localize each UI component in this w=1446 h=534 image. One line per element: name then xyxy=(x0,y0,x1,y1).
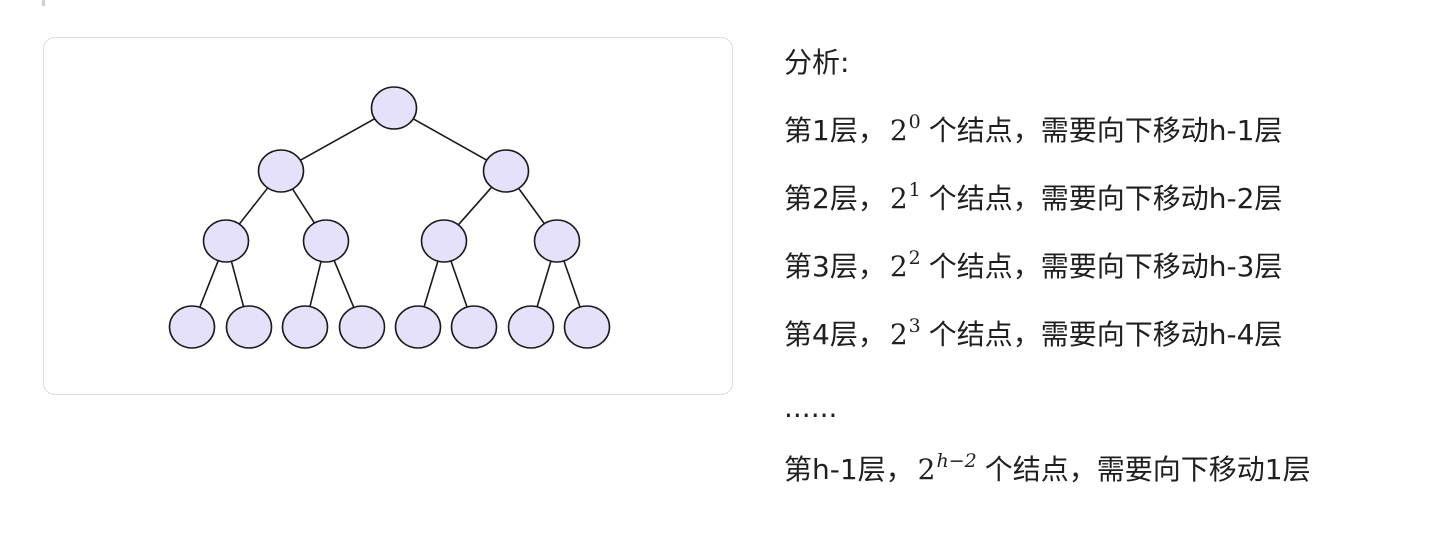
formula-exponent: h−2 xyxy=(936,450,977,472)
level-suffix: 个结点，需要向下移动h-4层 xyxy=(928,318,1283,351)
node-count-formula: 20 xyxy=(889,111,921,148)
tree-node xyxy=(507,305,555,349)
analysis-heading: 分析: xyxy=(784,46,850,79)
formula-base: 2 xyxy=(889,114,908,147)
tree-edge xyxy=(456,185,494,227)
tree-node xyxy=(257,149,305,193)
node-count-formula: 2h−2 xyxy=(917,450,977,487)
level-prefix: 第h-1层， xyxy=(784,453,914,486)
tree-diagram-card xyxy=(43,37,733,395)
tree-node xyxy=(420,219,468,263)
tree-node xyxy=(168,305,216,349)
tree-edge xyxy=(410,117,490,162)
tree-edge xyxy=(230,260,245,308)
level-prefix: 第2层， xyxy=(784,182,886,215)
formula-exponent: 1 xyxy=(908,179,921,201)
tree-edge xyxy=(517,186,546,226)
level-suffix: 个结点，需要向下移动1层 xyxy=(984,453,1311,486)
level-suffix: 个结点，需要向下移动h-3层 xyxy=(928,250,1283,283)
formula-base: 2 xyxy=(889,318,908,351)
tree-edge xyxy=(298,117,377,162)
tree-edge xyxy=(449,259,469,309)
formula-exponent: 0 xyxy=(908,111,921,133)
formula-exponent: 2 xyxy=(908,247,921,269)
level-prefix: 第3层， xyxy=(784,250,886,283)
tree-node xyxy=(225,305,273,349)
node-count-formula: 22 xyxy=(889,247,921,284)
tree-node xyxy=(482,149,530,193)
level-suffix: 个结点，需要向下移动h-1层 xyxy=(928,114,1283,147)
tree-node xyxy=(370,86,418,130)
tree-edge xyxy=(308,260,323,308)
tree-edge xyxy=(562,259,582,309)
tree-edge xyxy=(291,187,316,225)
tree-node xyxy=(394,305,442,349)
tree-edge xyxy=(536,259,552,309)
node-count-formula: 21 xyxy=(889,179,921,216)
scroll-indicator xyxy=(42,0,45,6)
binary-tree-diagram xyxy=(168,86,611,349)
tree-edge xyxy=(198,259,220,309)
tree-edge xyxy=(332,259,356,309)
tree-edge xyxy=(423,259,439,309)
ellipsis: ...... xyxy=(784,391,838,424)
tree-node xyxy=(338,305,386,349)
node-count-formula: 23 xyxy=(889,315,921,352)
formula-base: 2 xyxy=(889,250,908,283)
tree-node xyxy=(533,219,581,263)
tree-node xyxy=(202,219,250,263)
tree-node xyxy=(281,305,329,349)
level-suffix: 个结点，需要向下移动h-2层 xyxy=(928,182,1283,215)
tree-node xyxy=(450,305,498,349)
tree-node xyxy=(302,219,350,263)
level-prefix: 第1层， xyxy=(784,114,886,147)
level-prefix: 第4层， xyxy=(784,318,886,351)
formula-exponent: 3 xyxy=(908,315,921,337)
formula-base: 2 xyxy=(889,182,908,215)
tree-edge xyxy=(237,186,270,226)
tree-node xyxy=(563,305,611,349)
formula-base: 2 xyxy=(917,453,936,486)
